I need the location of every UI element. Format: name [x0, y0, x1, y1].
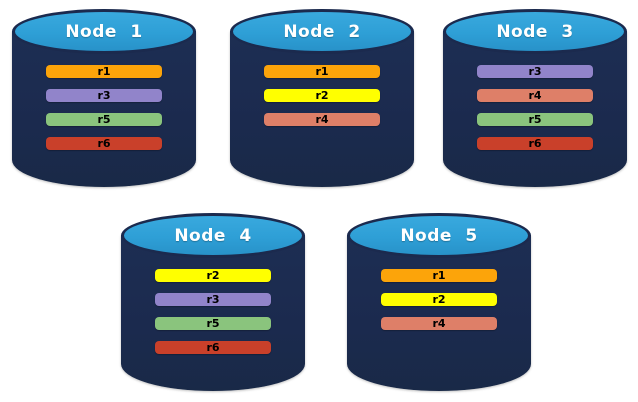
- cylinder-top: Node 2: [230, 9, 414, 54]
- replica-bar: r2: [155, 269, 271, 282]
- cylinder-body: [230, 31, 414, 187]
- node-cylinder-5: Node 5 r1 r2 r4: [347, 213, 531, 391]
- node-label: Node 3: [496, 21, 574, 42]
- cylinder-body: [443, 31, 627, 187]
- replica-bar: r4: [381, 317, 497, 330]
- replica-bar: r2: [264, 89, 380, 102]
- replica-bar: r3: [477, 65, 593, 78]
- replica-bar: r1: [46, 65, 162, 78]
- replica-bar: r1: [264, 65, 380, 78]
- node-label: Node 1: [65, 21, 143, 42]
- replica-bar: r5: [155, 317, 271, 330]
- cylinder-top: Node 1: [12, 9, 196, 54]
- node-label: Node 2: [283, 21, 361, 42]
- replica-bar-stack: r2 r3 r5 r6: [121, 269, 305, 354]
- replica-bar: r1: [381, 269, 497, 282]
- cylinder-body: [12, 31, 196, 187]
- replica-bar: r5: [477, 113, 593, 126]
- node-label: Node 4: [174, 225, 252, 246]
- replica-bar-stack: r1 r3 r5 r6: [12, 65, 196, 150]
- replica-bar: r6: [155, 341, 271, 354]
- cylinder-top: Node 5: [347, 213, 531, 258]
- cylinder-body: [347, 235, 531, 391]
- replica-bar-stack: r3 r4 r5 r6: [443, 65, 627, 150]
- node-cylinder-2: Node 2 r1 r2 r4: [230, 9, 414, 187]
- replica-bar-stack: r1 r2 r4: [230, 65, 414, 126]
- replica-bar: r5: [46, 113, 162, 126]
- node-cylinder-1: Node 1 r1 r3 r5 r6: [12, 9, 196, 187]
- replica-bar: r4: [477, 89, 593, 102]
- cylinder-body: [121, 235, 305, 391]
- replica-bar: r6: [46, 137, 162, 150]
- replica-bar: r4: [264, 113, 380, 126]
- replica-bar: r2: [381, 293, 497, 306]
- cylinder-top: Node 3: [443, 9, 627, 54]
- replica-bar: r3: [155, 293, 271, 306]
- node-cylinder-4: Node 4 r2 r3 r5 r6: [121, 213, 305, 391]
- replica-bar: r3: [46, 89, 162, 102]
- node-cylinder-3: Node 3 r3 r4 r5 r6: [443, 9, 627, 187]
- node-label: Node 5: [400, 225, 478, 246]
- replica-bar-stack: r1 r2 r4: [347, 269, 531, 330]
- replica-bar: r6: [477, 137, 593, 150]
- cylinder-top: Node 4: [121, 213, 305, 258]
